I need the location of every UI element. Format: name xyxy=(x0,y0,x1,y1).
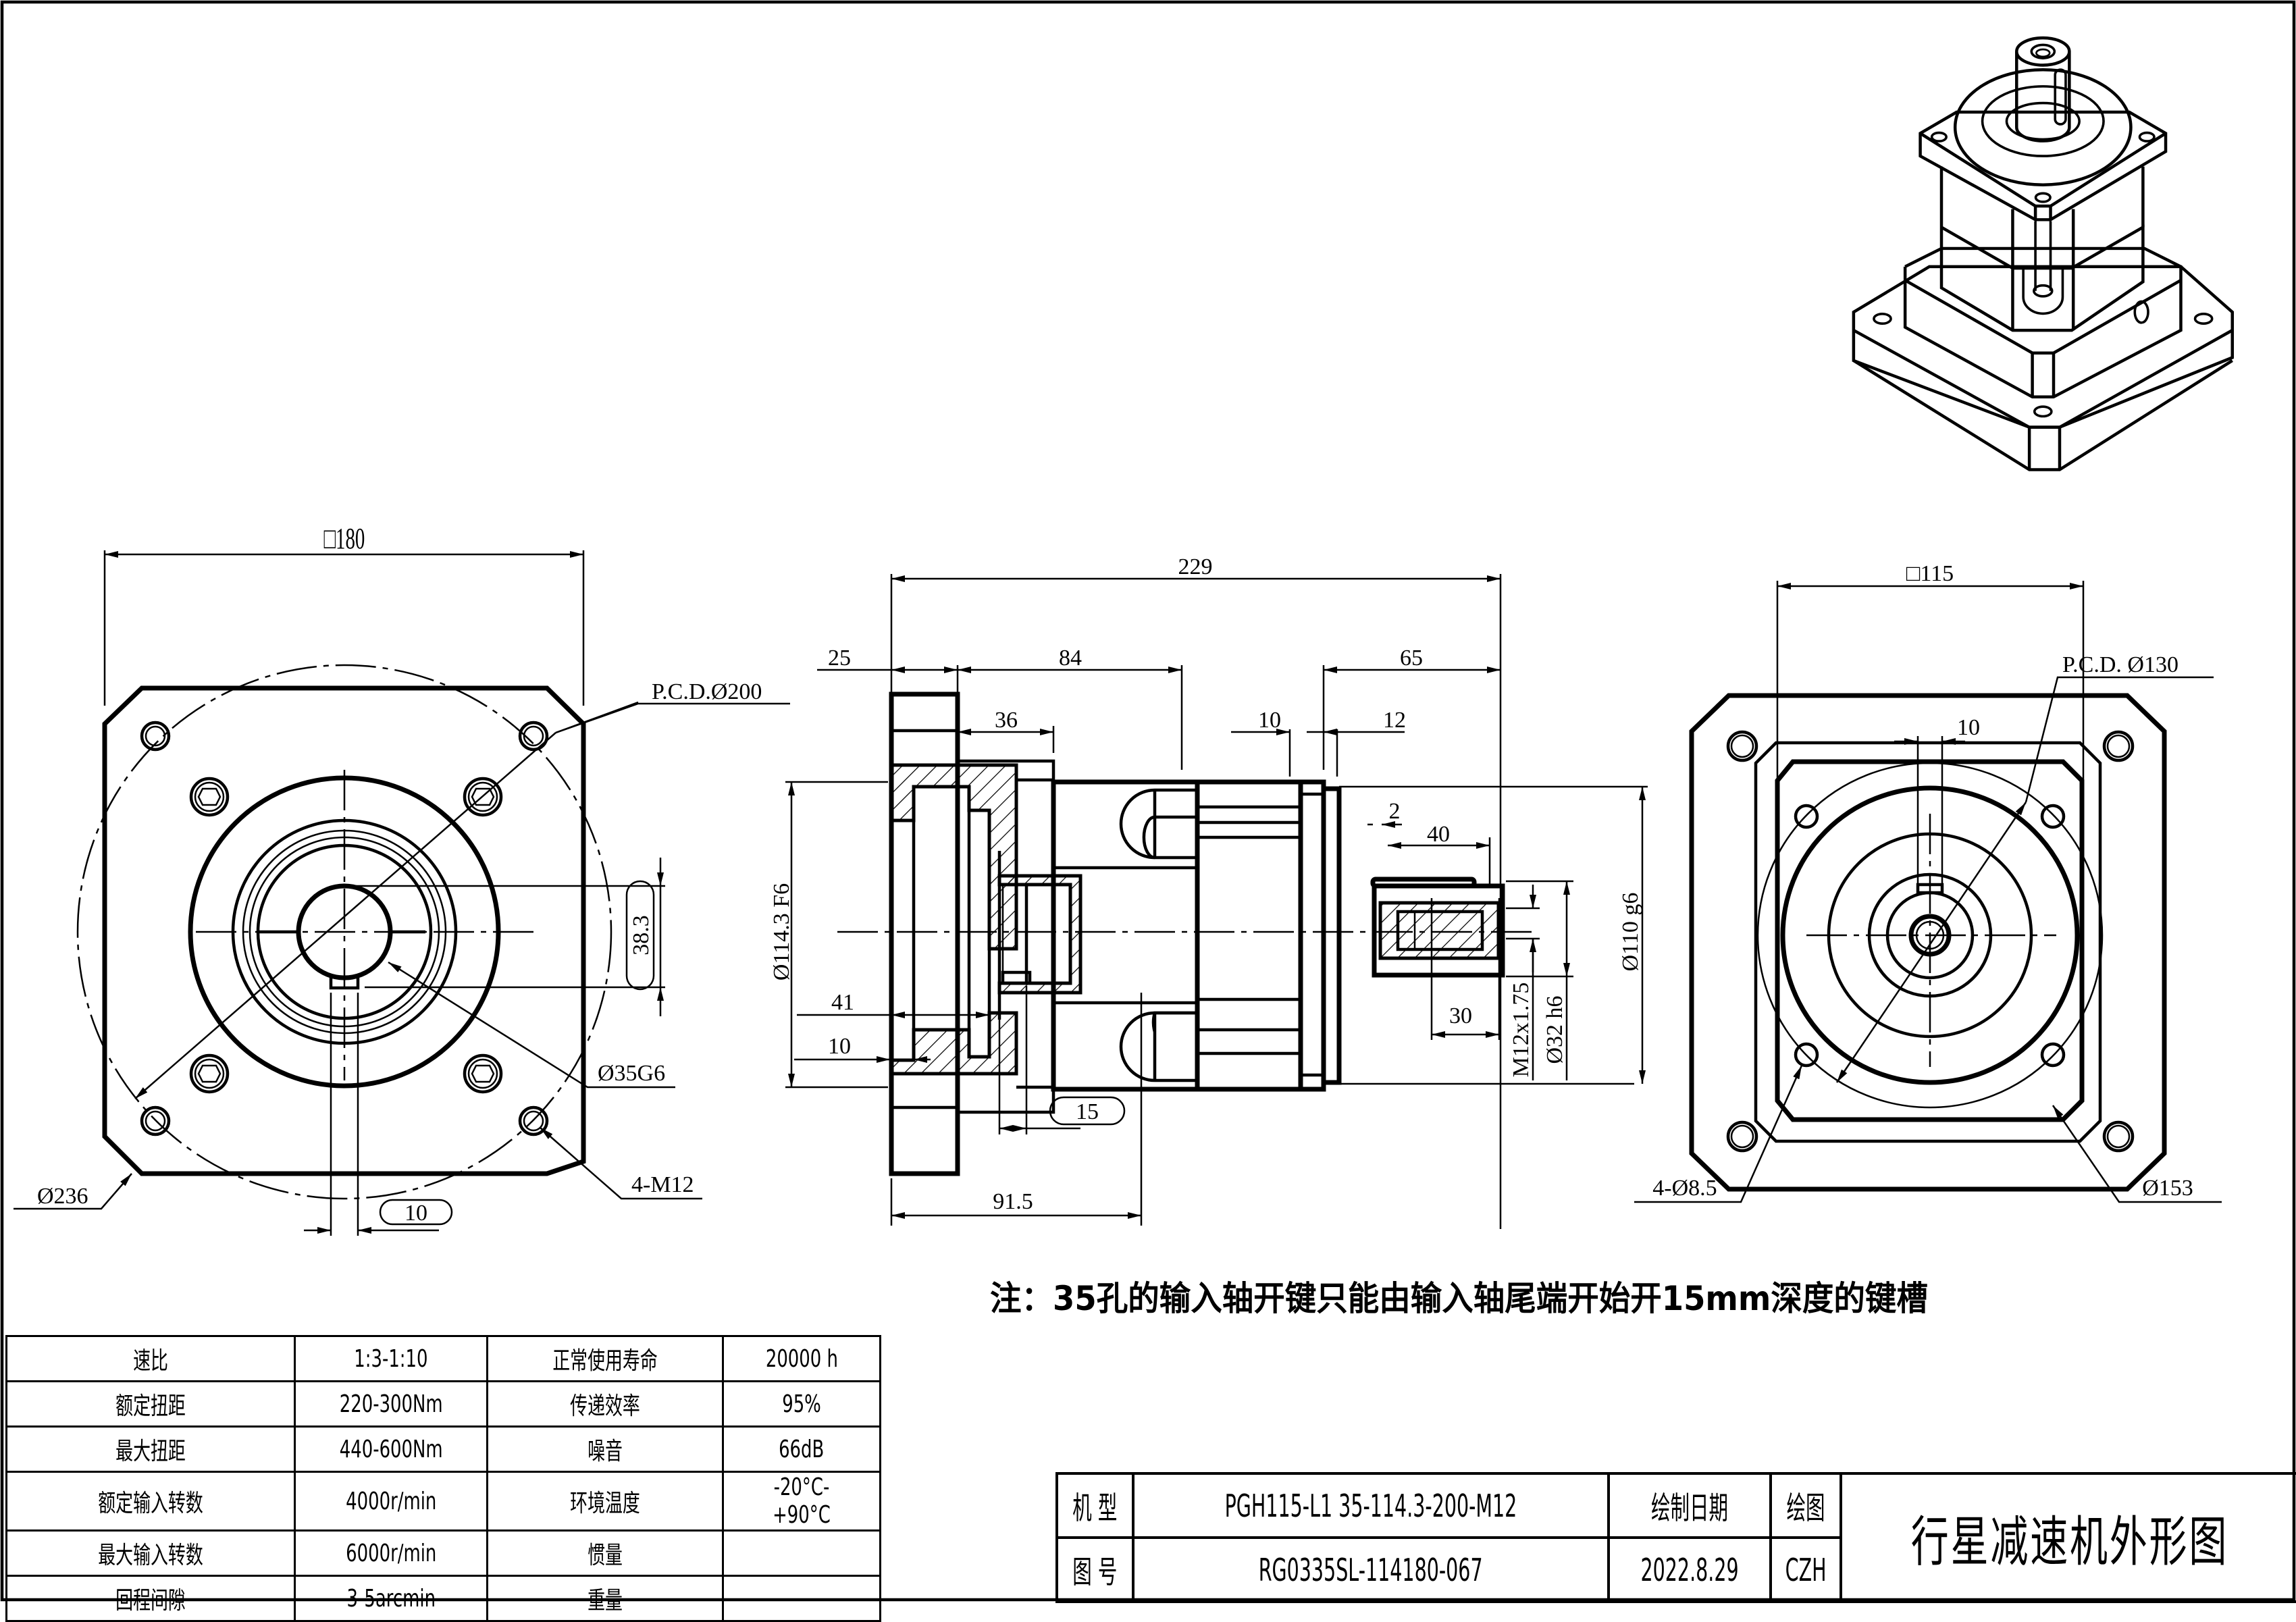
front-view: □180 xyxy=(14,523,790,1236)
rear-flange-outline xyxy=(1689,693,2167,1192)
spec-label: 最大扭距 xyxy=(115,1438,186,1465)
drawing-no-label: 图 号 xyxy=(1072,1553,1118,1590)
rear-view: □115 10 P. xyxy=(1634,561,2222,1203)
spec-label: 重量 xyxy=(587,1587,623,1615)
spec-label: 惯量 xyxy=(587,1542,623,1569)
dim-step-10: 10 xyxy=(1258,708,1281,733)
spec-value: 3-5arcmin xyxy=(346,1584,436,1613)
dim-square-115: □115 xyxy=(1906,561,1954,586)
spec-value: 66dB xyxy=(779,1435,825,1463)
spec-row: 最大输入转数 6000r/min 惯量 xyxy=(5,1529,881,1577)
spec-value: -20°C- +90°C xyxy=(773,1473,831,1529)
rear-bolt-holes xyxy=(1794,804,2066,1068)
spec-label: 噪音 xyxy=(587,1438,623,1465)
dim-rear-pcd-130: P.C.D. Ø130 xyxy=(2062,652,2178,677)
spec-value: 20000 h xyxy=(765,1344,838,1373)
spec-label: 环境温度 xyxy=(570,1490,640,1517)
dim-rear-key-10: 10 xyxy=(1957,715,1980,740)
spec-label: 传递效率 xyxy=(570,1392,640,1420)
dim-step-36: 36 xyxy=(995,708,1018,733)
dim-recess-10: 10 xyxy=(828,1034,851,1059)
rear-mount-holes xyxy=(1726,730,2135,1153)
spec-row: 额定扭距 220-300Nm 传递效率 95% xyxy=(5,1380,881,1428)
date-value: 2022.8.29 xyxy=(1640,1551,1739,1588)
model-label: 机 型 xyxy=(1072,1489,1118,1526)
dim-overall-229: 229 xyxy=(1178,554,1213,579)
spec-value: 1:3-1:10 xyxy=(354,1344,428,1373)
spec-row: 额定输入转数 4000r/min 环境温度 -20°C- +90°C xyxy=(5,1471,881,1532)
front-mount-holes xyxy=(140,721,549,1136)
spec-value: 6000r/min xyxy=(345,1539,436,1567)
spec-label: 额定扭距 xyxy=(115,1392,186,1420)
title-row-model: 机 型 PGH115-L1 35-114.3-200-M12 绘制日期 绘图 行… xyxy=(1055,1472,2296,1603)
dim-thread-m12: M12x1.75 xyxy=(1509,983,1534,1078)
dim-bore-35g6: Ø35G6 xyxy=(598,1061,665,1086)
drawer-label: 绘图 xyxy=(1786,1489,1825,1526)
title-block: 机 型 PGH115-L1 35-114.3-200-M12 绘制日期 绘图 行… xyxy=(1055,1472,2296,1603)
spec-value: 4000r/min xyxy=(345,1487,436,1515)
spec-row: 最大扭距 440-600Nm 噪音 66dB xyxy=(5,1425,881,1473)
dim-input-pilot-114-3: Ø114.3 F6 xyxy=(769,883,794,980)
dim-square-180: □180 xyxy=(324,523,365,556)
date-label: 绘制日期 xyxy=(1650,1489,1728,1526)
spec-label: 正常使用寿命 xyxy=(552,1347,658,1375)
title-row-number: 图 号 RG0335SL-114180-067 2022.8.29 CZH xyxy=(1055,1536,2296,1603)
side-view: 229 25 84 65 36 10 12 2 40 xyxy=(769,554,1648,1229)
spec-label: 最大输入转数 xyxy=(98,1542,203,1569)
front-flange-outline xyxy=(102,685,586,1176)
dim-step-2: 2 xyxy=(1389,799,1401,824)
dim-thread-depth-30: 30 xyxy=(1449,1003,1472,1028)
model-value: PGH115-L1 35-114.3-200-M12 xyxy=(1224,1487,1517,1524)
spec-label: 回程间隙 xyxy=(115,1587,186,1615)
dim-rear-outer-153: Ø153 xyxy=(2142,1176,2193,1201)
spec-value: 95% xyxy=(782,1390,821,1418)
dim-output-65: 65 xyxy=(1400,646,1423,671)
dim-key-height-38-3: 38.3 xyxy=(629,915,654,956)
spec-label: 额定输入转数 xyxy=(98,1490,203,1517)
spec-value: 440-600Nm xyxy=(339,1435,443,1463)
dim-input-depth-41: 41 xyxy=(831,990,854,1015)
dim-key-40: 40 xyxy=(1427,822,1450,847)
dim-rear-holes-4-8-5: 4-Ø8.5 xyxy=(1652,1176,1717,1201)
spec-label: 速比 xyxy=(133,1347,168,1375)
dim-shaft-32h6: Ø32 h6 xyxy=(1542,995,1567,1064)
front-pcd-circle xyxy=(76,664,612,1200)
front-hex-bolts xyxy=(189,777,503,1094)
dim-bore-depth-91-5: 91.5 xyxy=(993,1189,1033,1214)
drawer-value: CZH xyxy=(1785,1551,1827,1588)
dim-body-84: 84 xyxy=(1059,646,1082,671)
drawing-note: 注：35孔的输入轴开键只能由输入轴尾端开始开15mm深度的键槽 xyxy=(990,1279,1928,1318)
isometric-view xyxy=(1852,36,2234,471)
dim-step-12: 12 xyxy=(1383,708,1406,733)
drawing-title: 行星减速机外形图 xyxy=(1910,1511,2229,1573)
spec-table: 速比 1:3-1:10 正常使用寿命 20000 h 额定扭距 220-300N… xyxy=(5,1335,881,1622)
dim-pilot-110g6: Ø110 g6 xyxy=(1618,893,1643,972)
dim-flange-25: 25 xyxy=(828,646,851,671)
spec-row: 回程间隙 3-5arcmin 重量 xyxy=(5,1575,881,1622)
spec-value: 220-300Nm xyxy=(339,1390,443,1418)
dim-key-slot-15: 15 xyxy=(1076,1099,1099,1124)
dim-holes-4-m12: 4-M12 xyxy=(631,1172,694,1197)
spec-row: 速比 1:3-1:10 正常使用寿命 20000 h xyxy=(5,1335,881,1382)
dim-outer-236: Ø236 xyxy=(37,1184,88,1209)
dim-key-width-10: 10 xyxy=(405,1201,427,1226)
dim-pcd-200: P.C.D.Ø200 xyxy=(652,679,762,704)
drawing-no-value: RG0335SL-114180-067 xyxy=(1258,1551,1483,1588)
